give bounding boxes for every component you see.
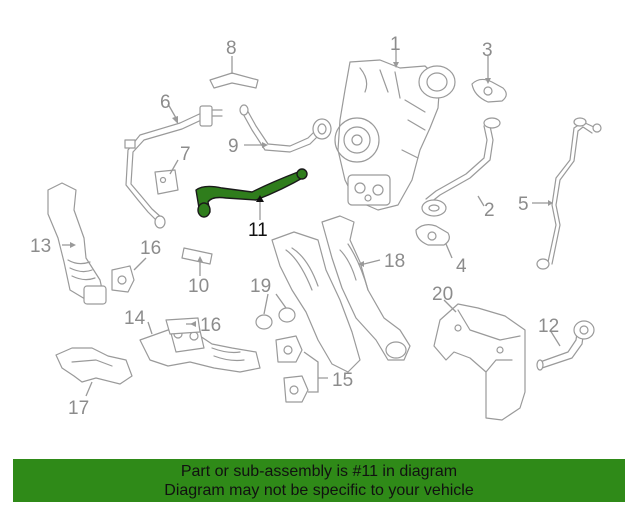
part-pipe-13: [47, 182, 107, 305]
part-hose-10: [181, 247, 213, 265]
part-gaskets-16: [111, 265, 201, 335]
part-bracket-7: [154, 169, 179, 195]
part-info-banner: Part or sub-assembly is #11 in diagram D…: [13, 459, 625, 502]
callout-12: 12: [538, 316, 559, 337]
part-gasket-3: [471, 78, 507, 103]
callout-4: 4: [456, 256, 467, 277]
callout-14: 14: [124, 308, 146, 329]
part-pipe-12: [536, 320, 595, 371]
callout-16-b: 16: [200, 315, 221, 336]
banner-line-1: Part or sub-assembly is #11 in diagram: [180, 462, 458, 480]
callout-1: 1: [390, 34, 401, 55]
part-oil-tube: [421, 117, 501, 217]
callout-20: 20: [432, 284, 453, 305]
part-hose-11-highlighted: [195, 168, 308, 218]
arrowheads: [70, 62, 553, 327]
part-turbocharger: [334, 59, 456, 211]
callout-17: 17: [68, 398, 89, 419]
callout-5: 5: [518, 194, 529, 215]
callout-15: 15: [332, 370, 353, 391]
part-pipe-19: [255, 231, 361, 373]
callout-9: 9: [228, 136, 239, 157]
callout-16-a: 16: [140, 238, 161, 259]
part-hose-8: [209, 72, 259, 89]
callout-11-highlighted: 11: [248, 220, 268, 241]
callout-2: 2: [484, 200, 495, 221]
callout-3: 3: [482, 40, 493, 61]
banner-line-2: Diagram may not be specific to your vehi…: [164, 481, 474, 499]
part-pipe-9: [239, 104, 332, 153]
callout-numbers: 1 2 3 4 5 6 7 8 9 10 11 12 13 14 15 16 1…: [30, 34, 559, 419]
callout-7: 7: [180, 144, 191, 165]
part-coolant-line: [536, 117, 602, 270]
callout-19: 19: [250, 276, 271, 297]
parts-diagram: 1 2 3 4 5 6 7 8 9 10 11 12 13 14 15 16 1…: [30, 34, 602, 421]
leader-lines: [62, 50, 561, 397]
callout-18: 18: [384, 251, 405, 272]
part-intake-duct-18: [321, 215, 411, 361]
part-heat-shield-20: [433, 303, 526, 421]
callout-6: 6: [160, 92, 171, 113]
callout-13: 13: [30, 236, 51, 257]
part-return-line-6: [124, 105, 223, 229]
part-elbow-17: [55, 347, 133, 385]
part-gaskets-15: [275, 335, 309, 403]
callout-8: 8: [226, 38, 237, 59]
callout-10: 10: [188, 276, 209, 297]
part-gasket-4: [415, 224, 450, 246]
